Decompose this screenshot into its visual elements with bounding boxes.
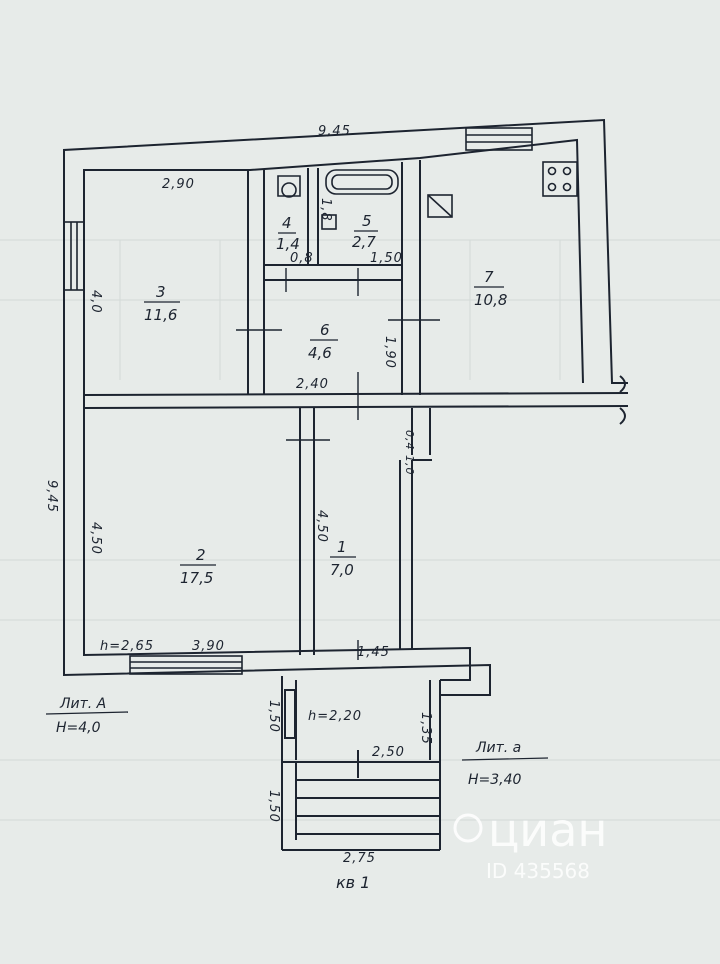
washbasin-icon [321,214,337,230]
lit-a-main-label: Лит. А [59,696,106,712]
room-labels: 1 7,0 2 17,5 3 11,6 4 1,4 5 2,7 6 4,6 7 … [144,212,507,587]
room-1-area: 7,0 [330,561,354,579]
window-left [63,221,85,291]
bathtub-icon [325,169,399,195]
sink-icon [427,194,453,218]
dim-room1-width: 1,45 [357,645,390,660]
room-6-number: 6 [320,321,330,339]
window-top [465,127,533,151]
room-5-number: 5 [362,212,372,230]
apartment-label: кв 1 [336,873,370,892]
dim-0-8: 0,8 [290,251,314,266]
dim-porch-right: 1,35 [418,712,433,745]
lit-a-porch-height: Н=3,40 [468,772,522,788]
watermark-id: ID 435568 [486,859,590,883]
lit-a-porch-label: Лит. а [475,740,521,756]
lit-a-main-height: Н=4,0 [56,720,101,736]
dim-1-8: 1,8 [318,198,333,222]
dim-porch-depth: 1,50 [266,700,281,733]
room-3-area: 11,6 [144,306,177,324]
room-7-area: 10,8 [474,291,507,309]
dim-room1-height: 4,50 [314,510,329,543]
dim-stairs-width: 2,75 [343,851,376,866]
window-bottom [129,655,243,675]
dim-hall-width: 2,40 [296,377,329,392]
dim-top-width: 9,45 [318,124,351,139]
background-form-lines [0,239,720,821]
fixtures [277,161,578,230]
stairs [295,750,440,840]
room-4-number: 4 [282,214,292,232]
room-2-area: 17,5 [180,569,213,587]
windows [63,127,533,675]
room-2-number: 2 [196,546,206,564]
dim-left-height: 9,45 [44,480,59,513]
room-6-area: 4,6 [308,344,332,362]
walls [63,118,629,696]
toilet-icon [277,175,301,197]
dim-room2-height: 4,50 [88,522,103,555]
dim-porch-width: 2,50 [372,745,405,760]
room-7-number: 7 [484,268,494,286]
stove-icon [542,161,578,197]
litera-labels: Лит. А Н=4,0 Лит. а Н=3,40 кв 1 [45,696,549,892]
door-marks [236,268,440,660]
dim-room6-depth: 1,90 [382,336,397,369]
porch [281,676,441,851]
dim-room3-height: 4,0 [88,290,103,314]
room-1-number: 1 [337,538,347,556]
dim-ceiling-main: h=2,65 [100,639,154,654]
watermark: циан ID 435568 [453,803,607,883]
dim-bath-width: 1,50 [370,251,403,266]
room-5-area: 2,7 [352,233,376,251]
porch-window [284,689,296,739]
watermark-brand: циан [488,803,607,857]
room-3-number: 3 [156,283,166,301]
room-4-area: 1,4 [276,235,300,253]
cian-logo-icon [453,813,483,843]
dimensions: 9,45 9,45 2,90 4,0 4,50 4,50 h=2,65 3,90… [44,124,433,866]
dim-room2-width: 3,90 [192,639,225,654]
dim-room3-width: 2,90 [162,177,195,192]
dim-porch-ceiling: h=2,20 [308,709,362,724]
dim-0-4-1-0: 0,4 1,0 [403,430,416,475]
dim-stairs-depth: 1,50 [266,790,281,823]
